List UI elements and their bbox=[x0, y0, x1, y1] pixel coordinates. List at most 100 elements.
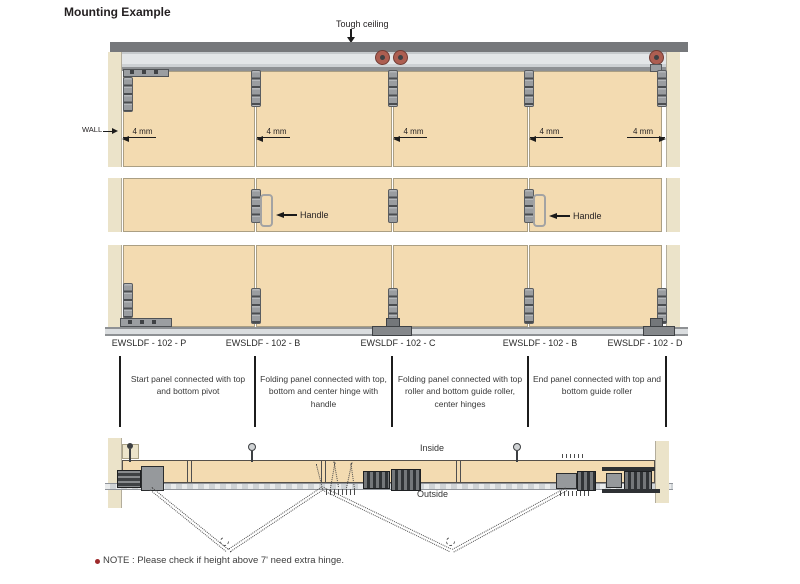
arrow-left-icon bbox=[122, 135, 129, 142]
panel-description: Start panel connected with top and botto… bbox=[130, 374, 246, 397]
wall-arrowhead bbox=[112, 128, 118, 134]
plan-end-guide bbox=[624, 471, 652, 490]
plan-hinge-gap bbox=[456, 461, 457, 482]
hinge bbox=[123, 77, 133, 112]
arrow-left-icon bbox=[393, 135, 400, 142]
pivot-knob bbox=[140, 320, 144, 324]
door-panel bbox=[529, 245, 662, 327]
wall-left bbox=[108, 178, 122, 232]
tough-ceiling-label: Tough ceiling bbox=[336, 19, 389, 29]
plan-handle-pin bbox=[251, 451, 253, 462]
door-panel bbox=[393, 71, 528, 167]
fold-path-line bbox=[149, 487, 229, 552]
note-text: NOTE : Please check if height above 7' n… bbox=[103, 555, 345, 566]
plan-hatch bbox=[326, 489, 356, 495]
floor-guide bbox=[643, 326, 675, 336]
gap-dimension: 4 mm bbox=[122, 126, 156, 142]
arrow-left-icon bbox=[276, 212, 284, 218]
panel-description: End panel connected with top and bottom … bbox=[532, 374, 662, 397]
wall-right bbox=[666, 52, 680, 167]
handle-callout: Handle bbox=[549, 210, 602, 221]
plan-pivot-assembly bbox=[117, 470, 141, 488]
arrow-left-icon bbox=[529, 135, 536, 142]
section-divider bbox=[391, 356, 393, 427]
fold-path-line bbox=[452, 487, 568, 553]
plan-pivot-assembly bbox=[141, 466, 164, 491]
handle-callout: Handle bbox=[276, 209, 329, 220]
wall-left bbox=[108, 245, 122, 327]
door-panel bbox=[393, 178, 528, 232]
wall-left bbox=[108, 52, 122, 167]
plan-hinge-gap bbox=[187, 461, 188, 482]
gap-dimension: 4 mm bbox=[627, 126, 666, 142]
plan-handle-pin bbox=[513, 443, 521, 451]
plan-hatch bbox=[562, 454, 586, 458]
section-divider bbox=[527, 356, 529, 427]
note: NOTE : Please check if height above 7' n… bbox=[95, 555, 344, 566]
gap-dimension-text: 4 mm bbox=[633, 127, 653, 136]
panel-description: Folding panel connected with top roller … bbox=[397, 374, 523, 409]
hinge bbox=[524, 70, 534, 107]
gap-dimension: 4 mm bbox=[393, 126, 427, 142]
section-divider bbox=[665, 356, 667, 427]
wall-label: WALL bbox=[82, 125, 103, 134]
plan-wall-right bbox=[655, 441, 669, 503]
hinge bbox=[388, 189, 398, 223]
wall-arrow bbox=[103, 131, 113, 133]
inside-label: Inside bbox=[420, 443, 445, 453]
plan-pivot-pin bbox=[127, 443, 133, 449]
plan-roller-carriage bbox=[556, 473, 577, 489]
door-panel bbox=[123, 245, 255, 327]
plan-hatch bbox=[560, 491, 592, 496]
callout-line bbox=[557, 215, 570, 217]
hinge bbox=[657, 70, 667, 107]
handle-label: Handle bbox=[573, 210, 602, 221]
callout-line bbox=[284, 214, 297, 216]
panel-description: Folding panel connected with top, bottom… bbox=[260, 374, 387, 409]
plan-hinge-gap bbox=[325, 461, 326, 482]
hinge bbox=[388, 70, 398, 107]
pivot-bracket-bottom bbox=[120, 318, 172, 327]
section-divider bbox=[119, 356, 121, 427]
gap-dimension-text: 4 mm bbox=[266, 127, 287, 136]
wall-right bbox=[666, 178, 680, 232]
door-panel bbox=[256, 178, 392, 232]
pivot-knob bbox=[128, 320, 132, 324]
plan-handle-pin bbox=[516, 451, 518, 462]
door-panel bbox=[256, 245, 392, 327]
gap-dimension: 4 mm bbox=[529, 126, 563, 142]
door-panel bbox=[529, 71, 662, 167]
plan-end-guide bbox=[602, 467, 655, 471]
pivot-knob bbox=[142, 70, 146, 74]
section-divider bbox=[254, 356, 256, 427]
pivot-knob bbox=[130, 70, 134, 74]
gap-dimension: 4 mm bbox=[256, 126, 290, 142]
wall-right bbox=[666, 245, 680, 327]
plan-end-guide bbox=[606, 473, 622, 488]
tough-ceiling-arrowhead bbox=[347, 37, 355, 43]
ceiling-bar bbox=[110, 42, 688, 52]
door-panel bbox=[256, 71, 392, 167]
page-title: Mounting Example bbox=[64, 5, 171, 19]
door-panel bbox=[529, 178, 662, 232]
part-label: EWSLDF - 102 - P bbox=[111, 338, 187, 348]
part-label: EWSLDF - 102 - B bbox=[225, 338, 301, 348]
hinge bbox=[251, 288, 261, 324]
note-bullet-icon bbox=[95, 559, 100, 564]
part-label: EWSLDF - 102 - B bbox=[502, 338, 578, 348]
roller-bracket bbox=[650, 64, 662, 72]
plan-roller-carriage bbox=[577, 471, 596, 491]
plan-hinge-gap bbox=[321, 461, 322, 482]
handle-label: Handle bbox=[300, 209, 329, 220]
plan-handle-pin bbox=[248, 443, 256, 451]
pivot-knob bbox=[154, 70, 158, 74]
floor-guide bbox=[372, 326, 412, 336]
plan-pivot-pin bbox=[129, 449, 131, 462]
arrow-left-icon bbox=[256, 135, 263, 142]
arrow-right-icon bbox=[659, 135, 666, 142]
hinge bbox=[524, 288, 534, 324]
gap-dimension-text: 4 mm bbox=[539, 127, 560, 136]
gap-dimension-text: 4 mm bbox=[132, 127, 153, 136]
door-panel bbox=[123, 178, 255, 232]
